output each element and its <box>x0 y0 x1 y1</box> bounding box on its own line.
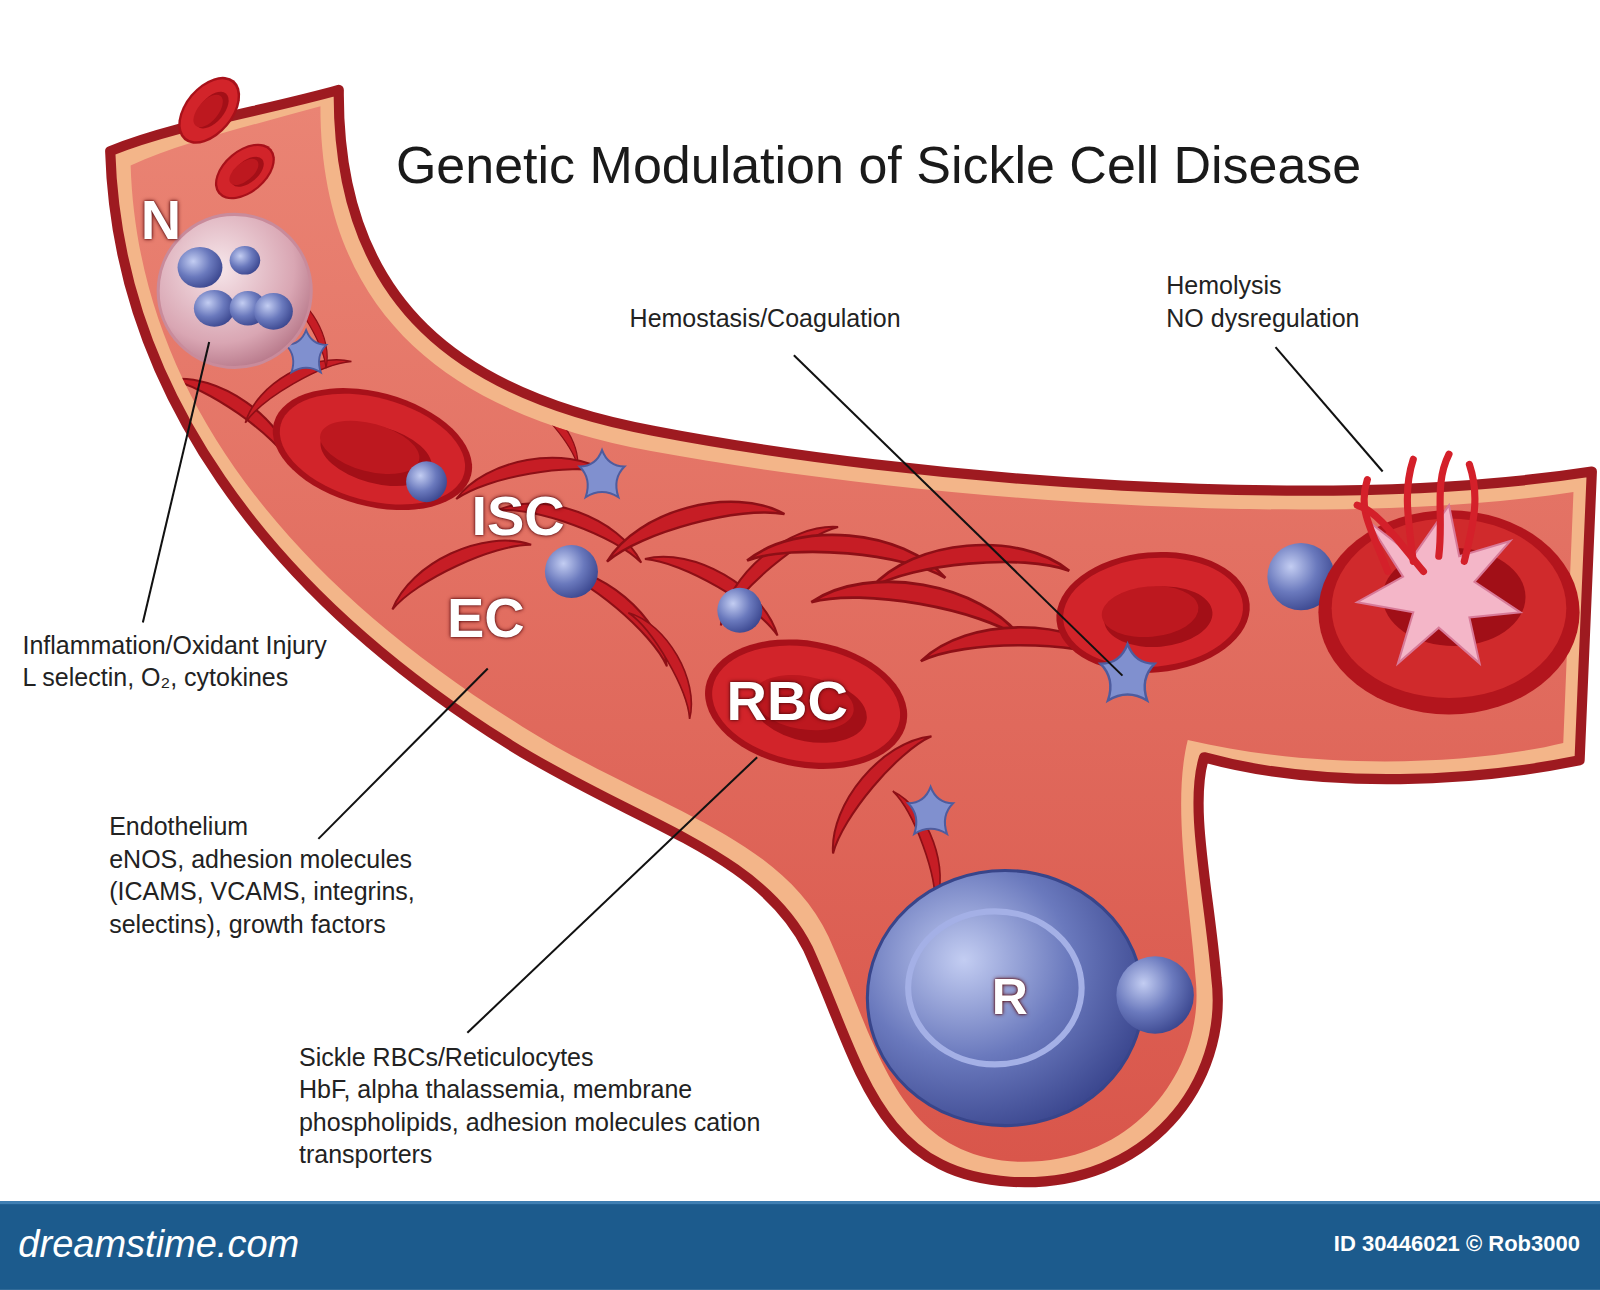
leader-line <box>794 355 1123 675</box>
blue-sphere <box>1116 956 1194 1034</box>
red-blood-cell <box>259 368 486 531</box>
sickle-cell <box>519 386 590 466</box>
fiber <box>1357 505 1423 571</box>
blue-sphere <box>545 545 598 598</box>
leader-line <box>467 757 757 1033</box>
leader-line <box>318 668 487 838</box>
fiber <box>1439 454 1449 556</box>
cell-label: ISC <box>471 488 564 544</box>
fiber <box>1407 459 1413 561</box>
red-blood-cell <box>1051 544 1255 681</box>
red-blood-cell <box>166 65 253 155</box>
footer-edge <box>0 1201 1600 1204</box>
vessel-wall <box>110 90 1592 1182</box>
footer-bar <box>0 1201 1600 1290</box>
callout-text: L selectin, O₂, cytokines <box>22 661 288 694</box>
reticulocyte <box>867 871 1143 1126</box>
callout-text: HbF, alpha thalassemia, membrane phospho… <box>299 1073 761 1171</box>
fiber <box>1464 464 1475 561</box>
platelet <box>1101 644 1155 700</box>
blue-sphere <box>717 588 762 633</box>
leader-line <box>1276 347 1383 471</box>
callout-text: eNOS, adhesion molecules (ICAMS, VCAMS, … <box>109 843 444 941</box>
leader-line <box>143 342 209 623</box>
cell-label: RBC <box>727 673 848 729</box>
sickle-cell <box>868 537 1069 588</box>
platelet <box>908 787 953 834</box>
red-blood-cell <box>204 133 285 211</box>
callout-text: NO dysregulation <box>1166 302 1359 335</box>
vessel-lumen <box>131 106 1574 1162</box>
callout-heading: Hemostasis/Coagulation <box>630 302 901 335</box>
footer-brand: dreamstime.com <box>18 1224 299 1266</box>
blue-sphere <box>406 461 447 502</box>
lysed-cell <box>1318 454 1579 714</box>
diagram-title: Genetic Modulation of Sickle Cell Diseas… <box>396 136 1361 196</box>
nucleus <box>230 246 261 275</box>
callout-heading: Sickle RBCs/Reticulocytes <box>299 1041 594 1074</box>
nucleus <box>178 247 223 288</box>
sickle-cell <box>599 484 784 562</box>
blood-cells <box>158 214 1335 1125</box>
nucleus <box>254 293 293 330</box>
cell-label: R <box>992 972 1028 1022</box>
platelet <box>580 450 625 497</box>
fibers <box>1357 454 1475 571</box>
nucleus <box>194 290 235 327</box>
sickle-cell <box>628 602 707 718</box>
callout-heading: Endothelium <box>109 810 248 843</box>
cell-label: N <box>141 192 181 248</box>
image-id: ID 30446021 © Rob3000 <box>1334 1232 1580 1256</box>
callout-heading: Inflammation/Oxidant Injury <box>22 629 326 662</box>
reticulocyte-ring <box>908 911 1081 1064</box>
cell-label: EC <box>447 590 525 646</box>
callout-heading: Hemolysis <box>1166 269 1281 302</box>
